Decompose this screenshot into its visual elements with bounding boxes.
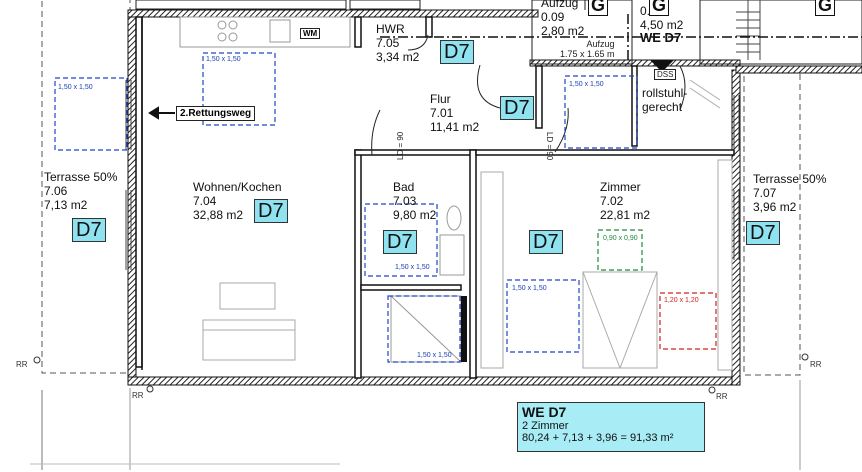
aufzug-small-label: Aufzug 1.75 x 1.65 m — [560, 39, 615, 59]
clearance-label: 1,20 x 1,20 — [664, 297, 699, 304]
clearance-label: 1,50 x 1,50 — [417, 352, 452, 359]
rettungsweg-label: 2.Rettungsweg — [176, 106, 256, 121]
g-marker: G — [649, 0, 669, 16]
rr-label: RR — [716, 392, 728, 401]
unit-tag: D7 — [254, 199, 288, 223]
unit-boundary — [380, 14, 862, 64]
unit-tag: D7 — [440, 40, 474, 64]
door-swings — [371, 34, 686, 156]
door-width-bad: LD = 90 — [396, 131, 405, 160]
summary-formula: 80,24 + 7,13 + 3,96 = 91,33 m² — [522, 432, 674, 444]
escape-route-arrow — [148, 106, 175, 120]
unit-tag: D7 — [746, 221, 780, 245]
g-marker: G — [588, 0, 608, 16]
clearance-label: 1,50 x 1,50 — [512, 285, 547, 292]
unit-tag: D7 — [383, 230, 417, 254]
terrace-left-outline — [41, 0, 131, 374]
dining-table — [202, 282, 296, 361]
bedroom-furniture — [480, 159, 733, 371]
rr-label: RR — [16, 360, 28, 369]
clearance-label: 1,50 x 1,50 — [569, 81, 604, 88]
summary-rooms: 2 Zimmer — [522, 420, 569, 432]
rr-label: RR — [810, 360, 822, 369]
rr-label: RR — [132, 391, 144, 400]
door-width-zimmer: LD = 90 — [545, 132, 554, 161]
kitchen-counter — [179, 16, 351, 48]
summary-title: WE D7 — [522, 404, 567, 420]
g-marker: G — [815, 0, 835, 16]
unit-label-top: WE D7 — [640, 30, 682, 45]
clearance-label: 1,50 x 1,50 — [395, 264, 430, 271]
unit-tag: D7 — [500, 96, 534, 120]
wm-label: WM — [300, 28, 321, 39]
clearance-label: 1,50 x 1,50 — [58, 84, 93, 91]
rollstuhl-label: rollstuhl-gerecht — [642, 86, 688, 114]
clearance-label: 0,90 x 0,90 — [603, 235, 638, 242]
unit-tag: D7 — [529, 230, 563, 254]
clearance-label: 1,50 x 1,50 — [206, 56, 241, 63]
interior-walls — [135, 16, 735, 379]
dss-marker — [650, 60, 674, 72]
clearance-areas — [54, 52, 717, 363]
unit-tag: D7 — [72, 218, 106, 242]
unit-summary-box: WE D7 2 Zimmer 80,24 + 7,13 + 3,96 = 91,… — [517, 402, 705, 452]
dss-label: DSS — [654, 69, 677, 80]
